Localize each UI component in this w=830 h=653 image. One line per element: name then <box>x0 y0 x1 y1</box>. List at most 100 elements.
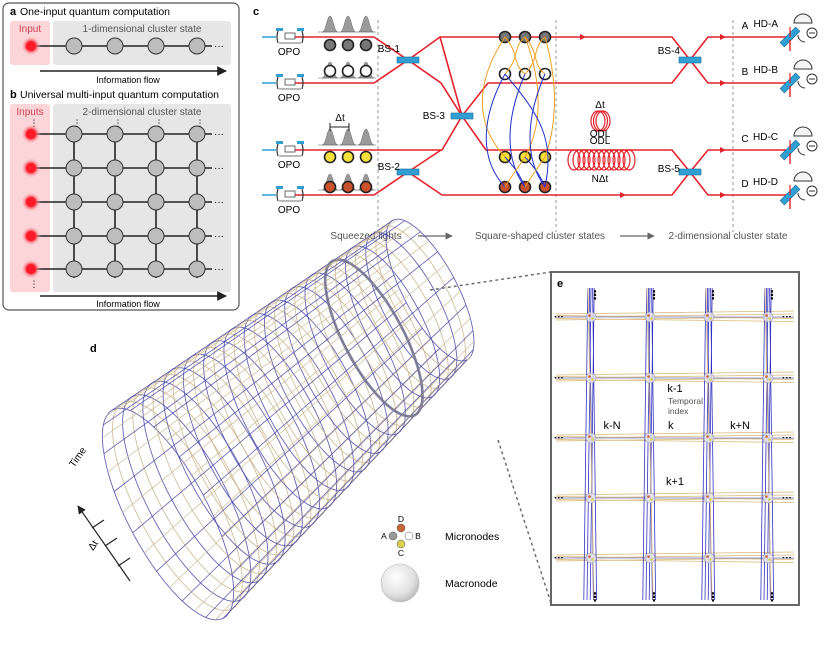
macronode <box>644 372 656 384</box>
cluster-2d-ellipsis: ··· <box>214 163 224 174</box>
micronode <box>706 495 709 498</box>
panel-e: e ⋮⋮⋮⋮⋮⋮⋮⋮······························… <box>429 271 800 606</box>
continuation-dots-left: ··· <box>554 493 564 504</box>
cluster-2d-node <box>188 125 206 143</box>
time-tick <box>117 557 131 567</box>
beam-direction <box>720 192 726 198</box>
cylinder-meridian <box>112 219 394 411</box>
homodyne-detectors: HD-AHD-BHD-CHD-D <box>753 13 818 209</box>
cluster-1d-label: 1-dimensional cluster state <box>83 24 202 35</box>
cluster-2d-dots-top: ⋮ <box>196 118 205 128</box>
micronode <box>647 435 650 438</box>
cluster-edge-blue <box>589 288 595 600</box>
label-k-plus-1: k+1 <box>666 476 684 488</box>
opo-mirror-coat <box>276 141 283 144</box>
cluster-1d-node <box>65 37 83 55</box>
entangle-orange <box>504 156 526 188</box>
cluster-2d-dots-top: ⋮ <box>155 118 164 128</box>
channel-label: D <box>741 179 748 190</box>
micronode <box>650 378 653 381</box>
opo-crystal <box>284 78 296 86</box>
cylinder-meridian <box>194 354 448 612</box>
macronode <box>585 432 597 444</box>
entangle-orange <box>524 36 546 75</box>
cylinder-meridian <box>156 328 423 572</box>
cluster-2d-node <box>65 159 83 177</box>
cluster-edge-blue <box>763 288 769 600</box>
macronode <box>644 492 656 504</box>
cluster-1d-background <box>53 21 231 65</box>
beamsplitter-label: BS-1 <box>378 44 401 55</box>
odl-long-coil <box>567 149 581 171</box>
micronode <box>647 555 650 558</box>
beamsplitter <box>396 168 420 176</box>
opo-mirror-coat <box>297 28 304 31</box>
macronode <box>585 311 597 323</box>
cluster-2d-node <box>65 227 83 245</box>
micronode <box>709 378 712 381</box>
cylinder-meridian <box>106 223 390 416</box>
beam-path <box>439 36 463 117</box>
continuation-dots-top: ⋮ <box>589 288 601 302</box>
opo-crystal <box>284 145 296 153</box>
entangle-orange <box>524 156 546 188</box>
cluster-2d-node <box>188 193 206 211</box>
entangle-blue <box>509 73 526 188</box>
cluster-2d-dots-top: ⋮ <box>30 118 39 128</box>
cylinder-meridian <box>122 288 400 513</box>
cylinder-meridian <box>103 229 387 426</box>
cylinder-meridian <box>103 249 388 454</box>
cluster-2d-ellipsis: ··· <box>214 129 224 140</box>
opo-mirror-coat <box>276 28 283 31</box>
cylinder-ring <box>101 407 235 621</box>
beam-path <box>290 170 790 196</box>
micronode-d-label: D <box>398 514 404 524</box>
micronode <box>768 378 771 381</box>
cylinder-meridian <box>120 218 399 409</box>
beamsplitter-label: BS-4 <box>658 46 681 57</box>
cylinder-meridian <box>213 291 461 517</box>
cluster-2d-node <box>106 159 124 177</box>
channel-label: B <box>742 67 749 78</box>
entangle-orange <box>504 36 526 75</box>
beam-direction <box>720 34 726 40</box>
photodiode-2 <box>797 192 806 201</box>
detector-label: HD-C <box>753 132 778 143</box>
cylinder-meridian <box>233 340 475 591</box>
cluster-2d-dots-bottom: ⋮ <box>30 279 39 289</box>
macronode-label: Macronode <box>445 578 498 590</box>
time-tick <box>91 519 105 529</box>
input-mode-core <box>26 41 36 51</box>
micronodes-label: Micronodes <box>445 531 499 543</box>
cluster-edge-tan <box>556 491 794 496</box>
cylinder-meridian <box>232 349 474 604</box>
micronode <box>706 314 709 317</box>
inputs-label: Inputs <box>16 107 43 118</box>
opo-label: OPO <box>278 47 300 58</box>
opo-mirror <box>276 30 279 44</box>
cluster-2d-node <box>147 260 165 278</box>
micronode <box>591 317 594 320</box>
odl-long-coil <box>597 149 611 171</box>
beamsplitter-label: BS-2 <box>378 162 401 173</box>
input-mode-core <box>26 129 36 139</box>
cluster-1d-node <box>147 37 165 55</box>
odl-long-coil <box>612 149 626 171</box>
time-axis <box>77 505 131 582</box>
micronode <box>650 498 653 501</box>
micronode <box>768 317 771 320</box>
micronode <box>768 498 771 501</box>
cluster-2d-node <box>147 193 165 211</box>
panel-a-title: One-input quantum computation <box>20 6 170 18</box>
micronode <box>709 438 712 441</box>
time-tick <box>104 537 118 547</box>
micronode <box>709 558 712 561</box>
continuation-dots-right: ··· <box>782 312 792 323</box>
micronode <box>765 555 768 558</box>
opo-mirror-coat <box>276 186 283 189</box>
micronodes-legend: D A B C Micronodes <box>381 514 499 558</box>
macronode <box>762 432 774 444</box>
cluster-2d-ellipsis: ··· <box>214 264 224 275</box>
